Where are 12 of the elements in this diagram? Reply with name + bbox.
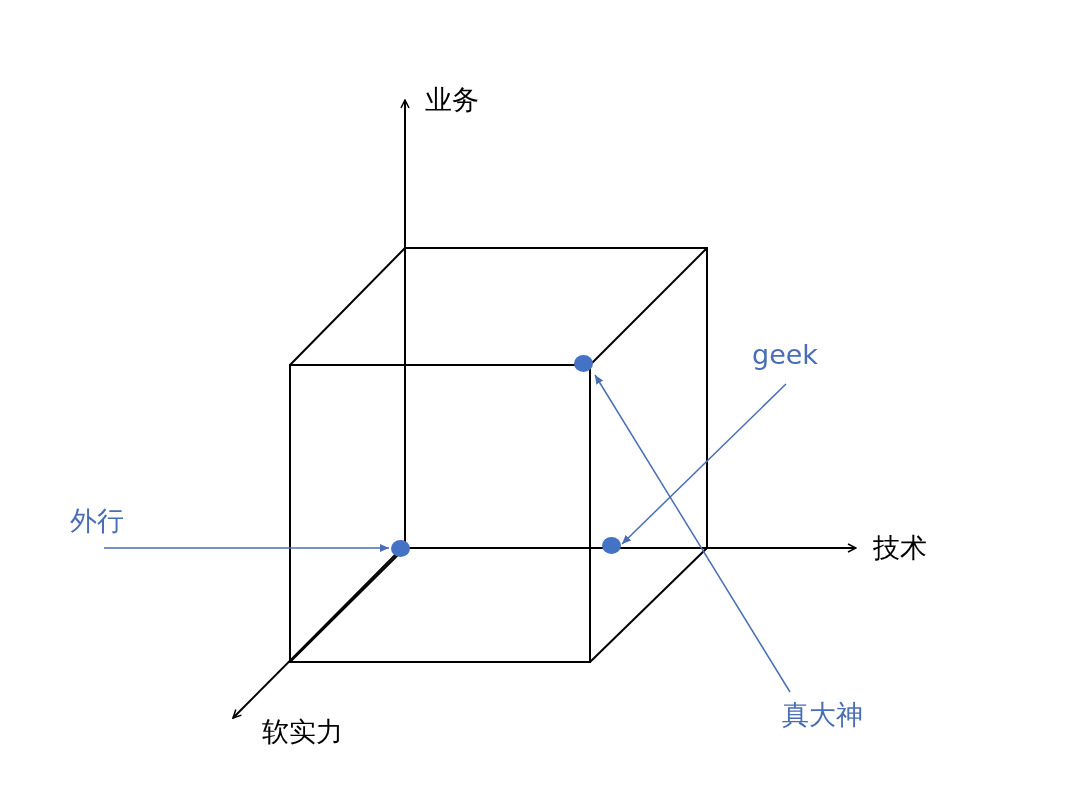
axis-label: 业务: [425, 83, 479, 117]
callout-text: 真大神: [782, 698, 863, 732]
marker-dot: [602, 537, 621, 554]
callout-text: geek: [752, 338, 818, 372]
axis-label: 软实力: [262, 715, 343, 749]
leader-arrow: [594, 374, 791, 693]
callout-text: 外行: [70, 504, 124, 538]
marker-dot: [574, 355, 593, 372]
leader-arrow: [103, 544, 390, 552]
leader-arrow: [621, 383, 787, 545]
axis-label: 技术: [873, 531, 927, 565]
marker-dot: [391, 540, 410, 557]
